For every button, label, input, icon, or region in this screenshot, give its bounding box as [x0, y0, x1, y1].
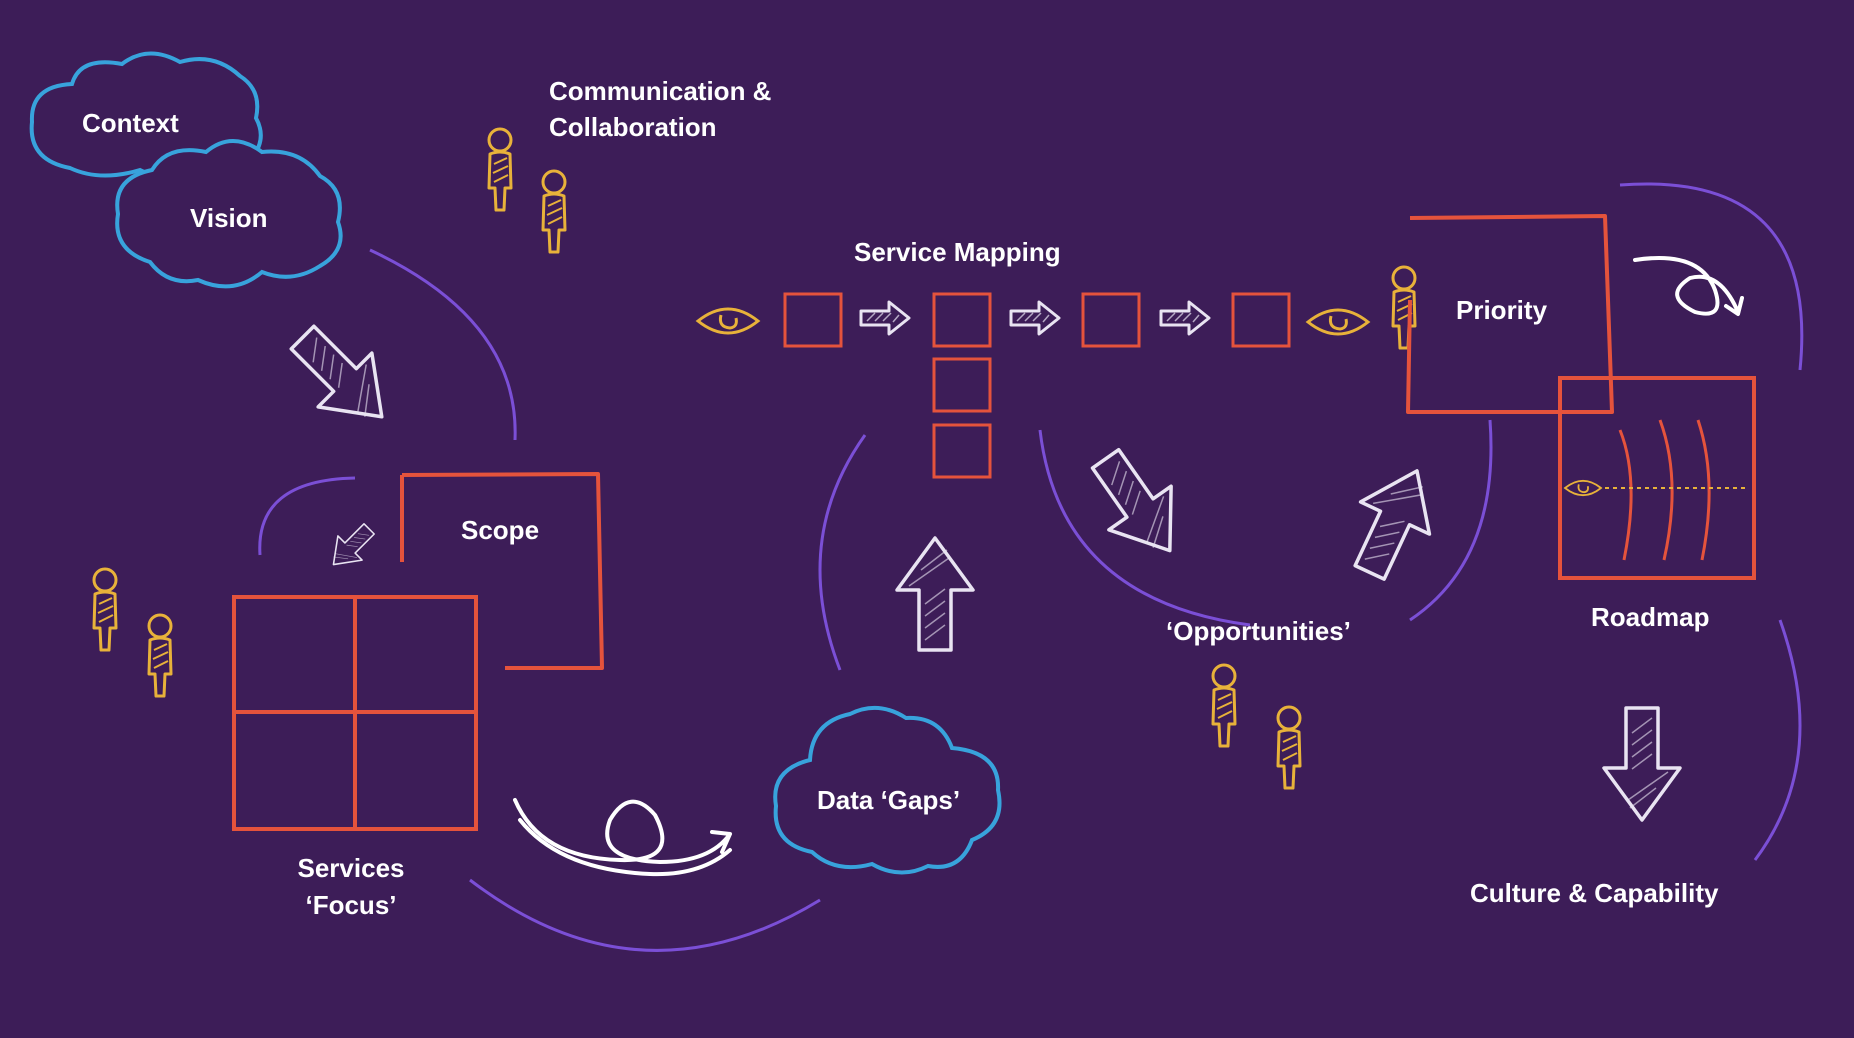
hollow-arrow-icon [1602, 706, 1682, 822]
label-priority: Priority [1456, 295, 1548, 325]
label-services-line1: Services [297, 853, 405, 883]
cloud-icon [115, 139, 343, 289]
connector-arc [1753, 619, 1802, 861]
eye-icon [1306, 308, 1370, 336]
hollow-arrow-icon [895, 536, 975, 652]
box-icon [1231, 292, 1291, 348]
hollow-arrow-icon [1072, 435, 1203, 575]
hollow-arrow-icon [273, 308, 411, 446]
scope-box [401, 472, 604, 670]
hollow-arrow-icon [1333, 453, 1454, 591]
box-icon [932, 357, 992, 413]
box-icon [1081, 292, 1141, 348]
person-icon [147, 613, 173, 698]
box-icon [932, 423, 992, 479]
hollow-arrow-icon [320, 516, 382, 578]
label-culture: Culture & Capability [1470, 878, 1719, 908]
box-icon [783, 292, 843, 348]
label-services-line2: ‘Focus’ [305, 890, 397, 920]
label-data-gaps: Data ‘Gaps’ [817, 785, 961, 815]
label-roadmap: Roadmap [1591, 602, 1710, 632]
label-context: Context [82, 108, 179, 138]
connector-arc [818, 434, 867, 671]
person-icon [1276, 705, 1302, 790]
label-vision: Vision [190, 203, 268, 233]
label-opportunities: ‘Opportunities’ [1166, 616, 1351, 646]
connector-arc [469, 878, 821, 952]
label-scope: Scope [461, 515, 540, 545]
label-service-mapping: Service Mapping [854, 237, 1061, 267]
eye-icon [696, 307, 760, 335]
eye-icon [1564, 479, 1602, 497]
cloud-icon [773, 706, 1002, 875]
loop-arrow-icon [513, 798, 732, 877]
connector-arc [1409, 419, 1493, 622]
connector-arc [1038, 429, 1251, 627]
person-icon [487, 127, 513, 212]
priority-box [1406, 214, 1614, 414]
loop-arrow-icon [1633, 256, 1744, 316]
arrow-right-icon [1009, 300, 1061, 336]
person-icon [541, 169, 567, 254]
connector-arc [369, 248, 517, 441]
person-icon [1211, 663, 1237, 748]
label-communication-line1: Communication & [549, 76, 772, 106]
connector-arc [1619, 182, 1804, 371]
connector-arc [258, 476, 356, 556]
arrow-right-icon [1159, 300, 1211, 336]
box-icon [932, 292, 992, 348]
roadmap-box [1558, 376, 1756, 580]
person-icon [92, 567, 118, 652]
label-communication-line2: Collaboration [549, 112, 717, 142]
arrow-right-icon [859, 300, 911, 336]
